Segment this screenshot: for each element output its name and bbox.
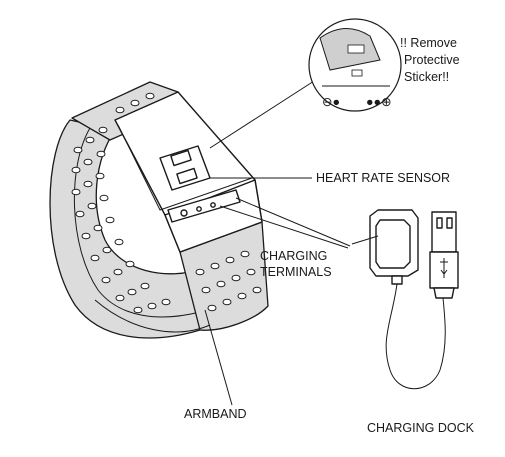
strap-hole	[115, 106, 125, 114]
strap-hole	[71, 166, 81, 174]
strap-hole	[71, 188, 81, 196]
strap-hole	[90, 254, 100, 262]
strap-hole	[147, 302, 157, 310]
strap-hole	[85, 136, 95, 144]
negative-terminal-symbol: ⊖●	[322, 95, 340, 109]
strap-hole	[195, 268, 205, 276]
strap-hole	[125, 260, 135, 268]
strap-hole	[145, 92, 155, 100]
strap-hole	[225, 256, 235, 264]
strap-hole	[237, 292, 247, 300]
strap-hole	[102, 246, 112, 254]
strap-hole	[81, 232, 91, 240]
strap-hole	[101, 276, 111, 284]
sensor-module	[114, 91, 263, 253]
armband-label: ARMBAND	[184, 407, 247, 421]
positive-terminal-symbol: ●●⊕	[366, 95, 392, 109]
strap-hole	[216, 280, 226, 288]
strap-hole	[207, 304, 217, 312]
strap-hole	[99, 194, 109, 202]
strap-hole	[96, 150, 106, 158]
strap-hole	[87, 202, 97, 210]
strap-hole	[210, 262, 220, 270]
strap-hole	[201, 286, 211, 294]
strap-hole	[98, 126, 108, 134]
strap-hole	[114, 238, 124, 246]
strap-hole	[140, 282, 150, 290]
strap-hole	[246, 268, 256, 276]
callout-line-3: Sticker!!	[404, 70, 449, 84]
strap-hole	[83, 180, 93, 188]
strap-hole	[93, 224, 103, 232]
armband-holes	[71, 92, 262, 314]
sticker-callout: ⊖● ●●⊕	[209, 18, 402, 149]
strap-hole	[105, 216, 115, 224]
strap-hole	[115, 294, 125, 302]
callout-line-1: !! Remove	[400, 36, 457, 50]
leader-lines	[204, 177, 379, 406]
strap-hole	[83, 158, 93, 166]
charging-dock-label: CHARGING DOCK	[367, 421, 475, 435]
charging-terminals-label-line1: CHARGING	[260, 249, 327, 263]
charging-terminals-label-line2: TERMINALS	[260, 265, 332, 279]
strap-hole	[130, 99, 140, 107]
strap-hole	[95, 172, 105, 180]
strap-hole	[73, 146, 83, 154]
strap-hole	[231, 274, 241, 282]
callout-line-2: Protective	[404, 53, 460, 67]
strap-hole	[127, 288, 137, 296]
strap-hole	[113, 268, 123, 276]
strap-hole	[75, 210, 85, 218]
strap-hole	[161, 298, 171, 306]
strap-hole	[252, 286, 262, 294]
strap-hole	[222, 298, 232, 306]
armband	[49, 81, 269, 339]
strap-hole	[133, 306, 143, 314]
charging-dock	[369, 209, 459, 390]
strap-hole	[240, 250, 250, 258]
heart-rate-sensor-label: HEART RATE SENSOR	[316, 171, 450, 185]
